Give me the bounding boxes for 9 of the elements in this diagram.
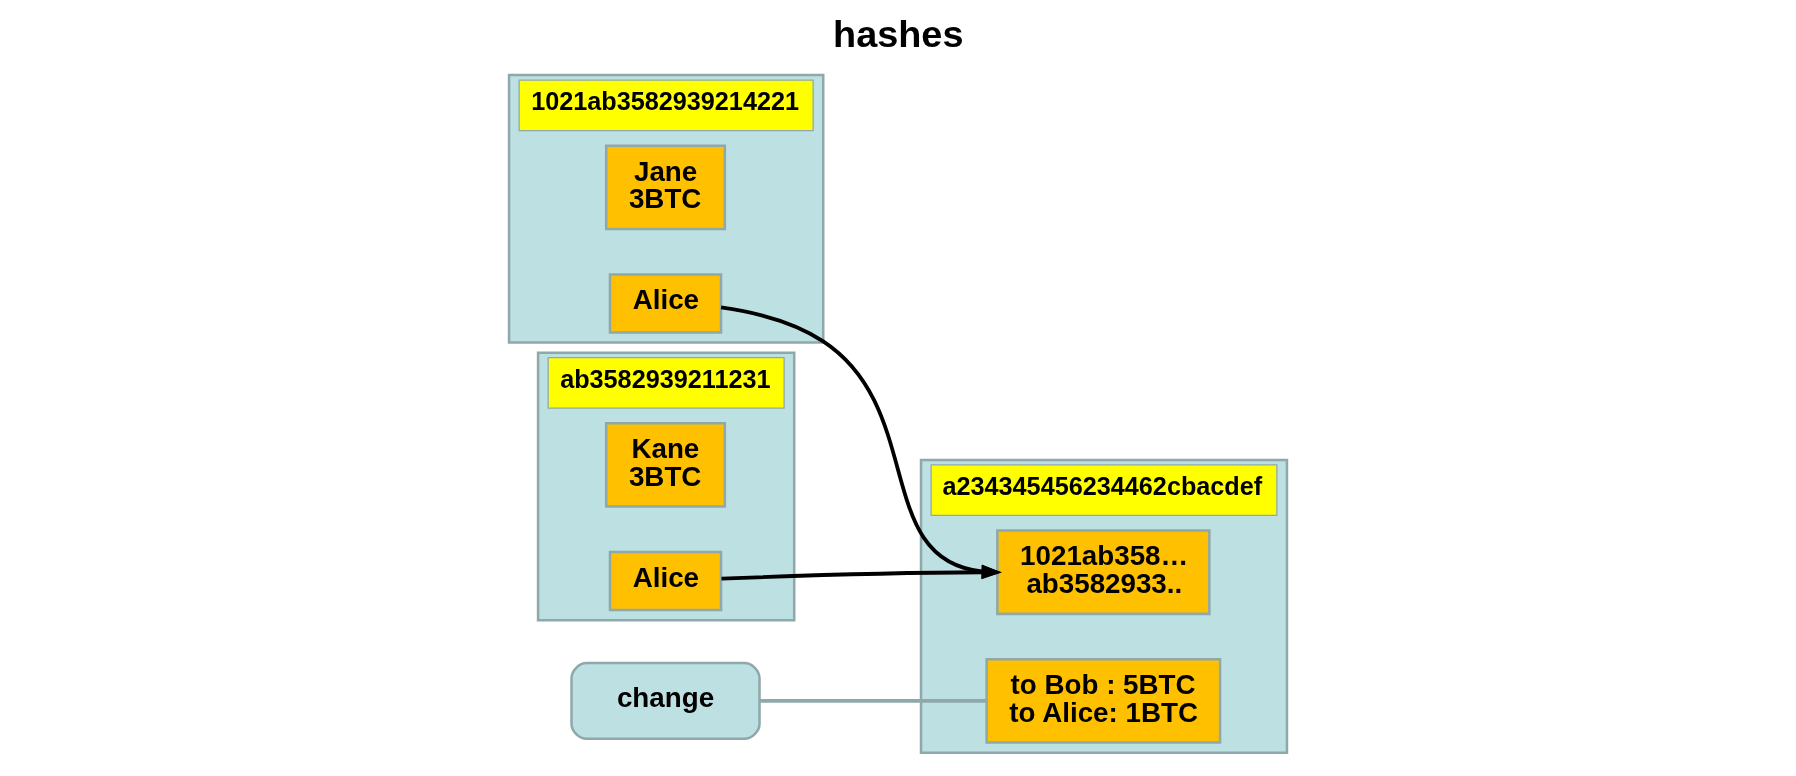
node-box: 1021ab358… ab3582933.. xyxy=(996,529,1211,616)
node-box: Jane 3BTC xyxy=(604,144,727,231)
node-box: Alice xyxy=(608,550,723,612)
node-box: change xyxy=(570,661,761,741)
node-box: Kane 3BTC xyxy=(604,422,727,508)
connector xyxy=(759,699,986,703)
node-box: Alice xyxy=(608,273,723,334)
diagram-title: hashes xyxy=(833,13,964,56)
node-box: to Bob : 5BTC to Alice: 1BTC xyxy=(985,658,1222,744)
